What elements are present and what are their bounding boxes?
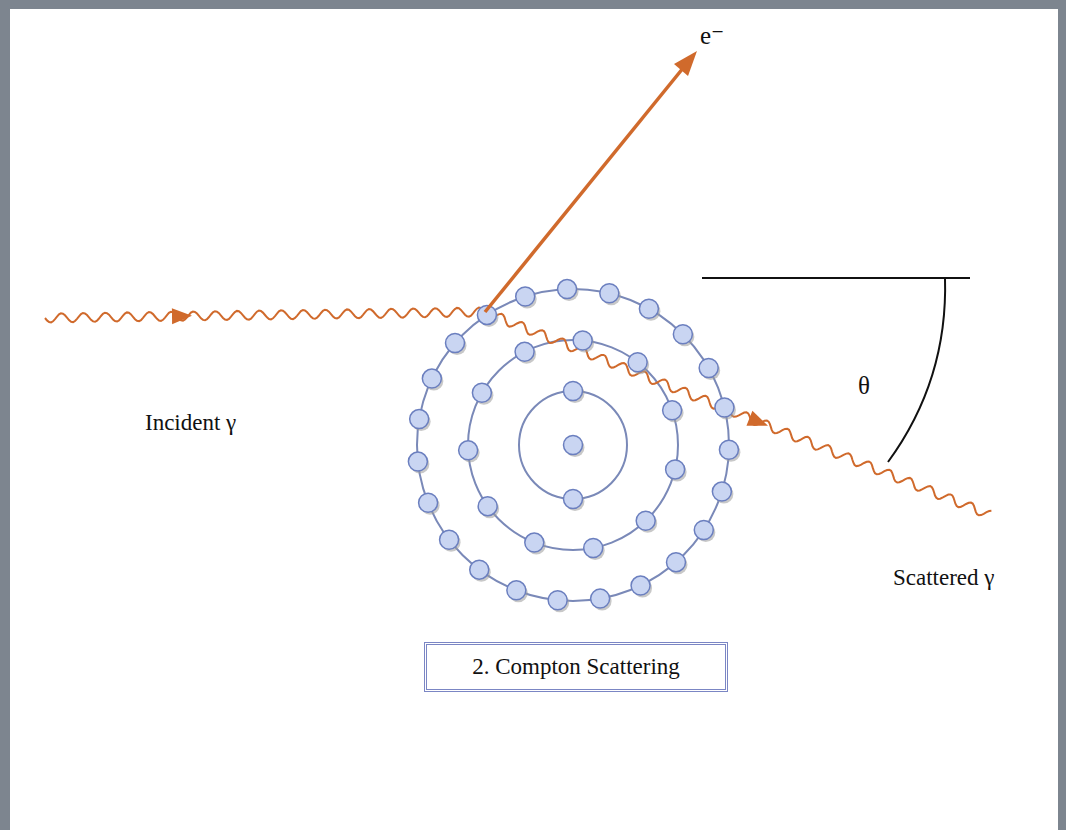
- electron: [673, 325, 692, 344]
- electron: [408, 452, 427, 471]
- electrons: [408, 280, 740, 613]
- recoil-electron-path: [485, 62, 688, 312]
- electron: [410, 410, 429, 429]
- electron: [694, 521, 713, 540]
- particle-label: e⁻: [700, 22, 724, 51]
- electron: [564, 382, 583, 401]
- photon-label: Scattered γ: [893, 565, 994, 591]
- scattered-arrowhead: [746, 411, 768, 426]
- electron: [564, 490, 583, 509]
- angle-symbol: θ: [858, 372, 870, 401]
- electron: [419, 493, 438, 512]
- electron: [515, 342, 534, 361]
- electron: [712, 482, 731, 501]
- electron: [470, 560, 489, 579]
- electron: [639, 299, 658, 318]
- reference-line: [702, 277, 970, 279]
- electron: [663, 401, 682, 420]
- electron: [440, 530, 459, 549]
- electron: [584, 539, 603, 558]
- caption-box: 2. Compton Scattering: [424, 642, 728, 692]
- electron: [636, 511, 655, 530]
- electron: [564, 436, 583, 455]
- electron: [699, 358, 718, 377]
- photon-label: Incident γ: [145, 410, 236, 436]
- electron-orbits: [417, 289, 729, 601]
- electron: [525, 533, 544, 552]
- figure-caption: 2. Compton Scattering: [472, 654, 680, 680]
- electron: [631, 576, 650, 595]
- electron: [573, 331, 592, 350]
- electron: [715, 398, 734, 417]
- electron: [666, 460, 685, 479]
- electron: [719, 440, 738, 459]
- electron: [478, 497, 497, 516]
- electron-arrowhead: [674, 51, 697, 76]
- electron: [516, 287, 535, 306]
- electron: [422, 369, 441, 388]
- electron: [666, 553, 685, 572]
- electron: [591, 589, 610, 608]
- electron: [548, 591, 567, 610]
- electron: [558, 280, 577, 299]
- incident-photon: [45, 308, 485, 323]
- angle-arc: [888, 278, 945, 462]
- electron: [507, 581, 526, 600]
- electron: [459, 441, 478, 460]
- electron: [446, 333, 465, 352]
- electron: [472, 383, 491, 402]
- electron: [600, 284, 619, 303]
- scattered-photon: [485, 312, 991, 515]
- incident-arrowhead: [172, 308, 192, 324]
- electron: [628, 353, 647, 372]
